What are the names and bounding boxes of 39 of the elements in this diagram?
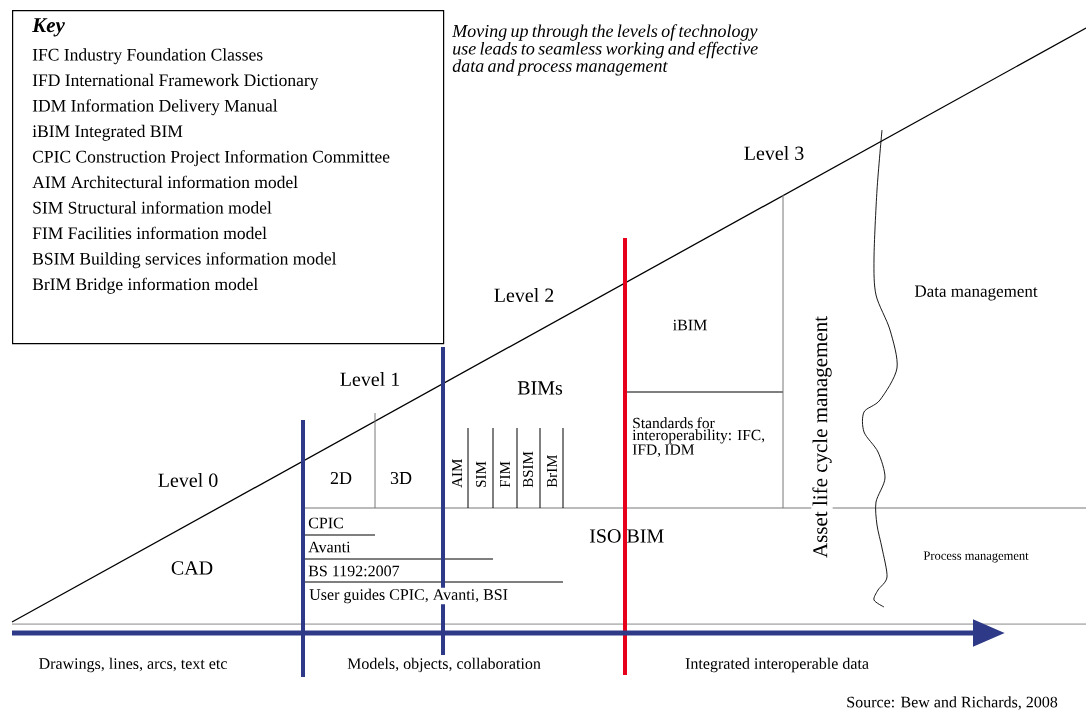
level-label: Level 2 bbox=[494, 287, 554, 303]
level-label: Level 0 bbox=[158, 472, 218, 488]
axis-label: Drawings, lines, arcs, text etc bbox=[39, 657, 227, 673]
node-label: FIM Facilities information model bbox=[32, 226, 267, 240]
model-label: BrIM bbox=[547, 454, 557, 488]
region-label: CAD bbox=[171, 561, 213, 575]
standard-label: User guides CPIC, Avanti, BSI bbox=[308, 587, 509, 605]
model-label: AIM bbox=[452, 459, 462, 488]
region-label: ISO BIM bbox=[589, 529, 664, 543]
axis-label: Models, objects, collaboration bbox=[347, 657, 541, 673]
node-label: Key bbox=[32, 18, 65, 37]
node-label: CPIC Construction Project Information Committee bbox=[32, 150, 390, 167]
node-label: IDM Information Delivery Manual bbox=[32, 99, 278, 116]
standard-label: Avanti bbox=[308, 541, 351, 553]
node-label: AIM Architectural information model bbox=[32, 175, 298, 189]
key-box bbox=[12, 10, 445, 345]
standard-label: BS 1192:2007 bbox=[308, 565, 400, 577]
region-label: Data management bbox=[914, 285, 1038, 301]
model-label: BSIM bbox=[522, 451, 534, 488]
axis-label: Asset life cycle management bbox=[811, 315, 833, 559]
cell-label: 2D bbox=[330, 472, 352, 484]
level-label: Level 3 bbox=[744, 145, 804, 161]
standard-label: CPIC bbox=[308, 517, 343, 529]
model-label: FIM bbox=[500, 461, 510, 488]
level-label: Level 1 bbox=[340, 371, 400, 387]
group-label: BIMs bbox=[517, 381, 563, 395]
cell-label: Standards for interoperability: IFC, IFD, IDM bbox=[632, 417, 765, 457]
node-label: iBIM Integrated BIM bbox=[32, 124, 183, 141]
region-label: Process management bbox=[923, 551, 1029, 563]
node-label: IFC Industry Foundation Classes bbox=[32, 48, 263, 65]
model-label: SIM bbox=[475, 461, 487, 487]
cell-label: iBIM bbox=[673, 319, 707, 331]
node-label: IFD International Framework Dictionary bbox=[32, 73, 319, 90]
axis-label: Integrated interoperable data bbox=[685, 657, 869, 673]
cell-label: 3D bbox=[390, 471, 412, 485]
node-label: SIM Structural information model bbox=[33, 201, 272, 214]
source-caption: Source: Bew and Richards, 2008 bbox=[847, 696, 1058, 710]
node-label: BSIM Building services information model bbox=[32, 252, 337, 269]
node-label: BrIM Bridge information model bbox=[32, 277, 258, 294]
